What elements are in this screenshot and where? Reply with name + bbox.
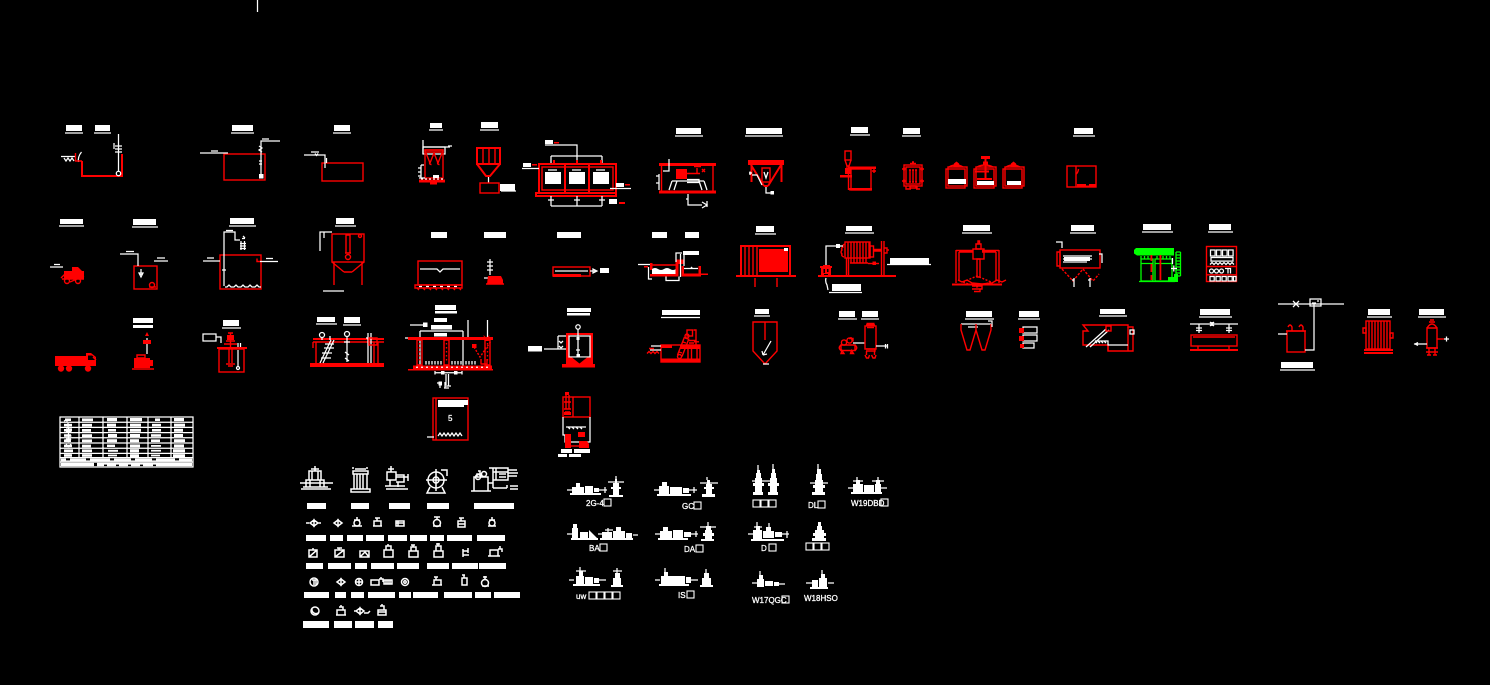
svg-text:5: 5 [448,414,453,423]
svg-text:BA: BA [589,544,600,553]
svg-text:2G-4: 2G-4 [586,499,604,508]
svg-text:uw: uw [576,592,586,601]
svg-text:W17QGC: W17QGC [752,596,787,605]
svg-text:GC: GC [682,502,694,511]
svg-text:W18HSO: W18HSO [804,594,838,603]
svg-text:W19DBD: W19DBD [851,499,885,508]
svg-text:DA: DA [684,545,696,554]
svg-text:IS: IS [678,591,686,600]
svg-text:D: D [761,544,767,553]
svg-text:DL: DL [808,501,819,510]
